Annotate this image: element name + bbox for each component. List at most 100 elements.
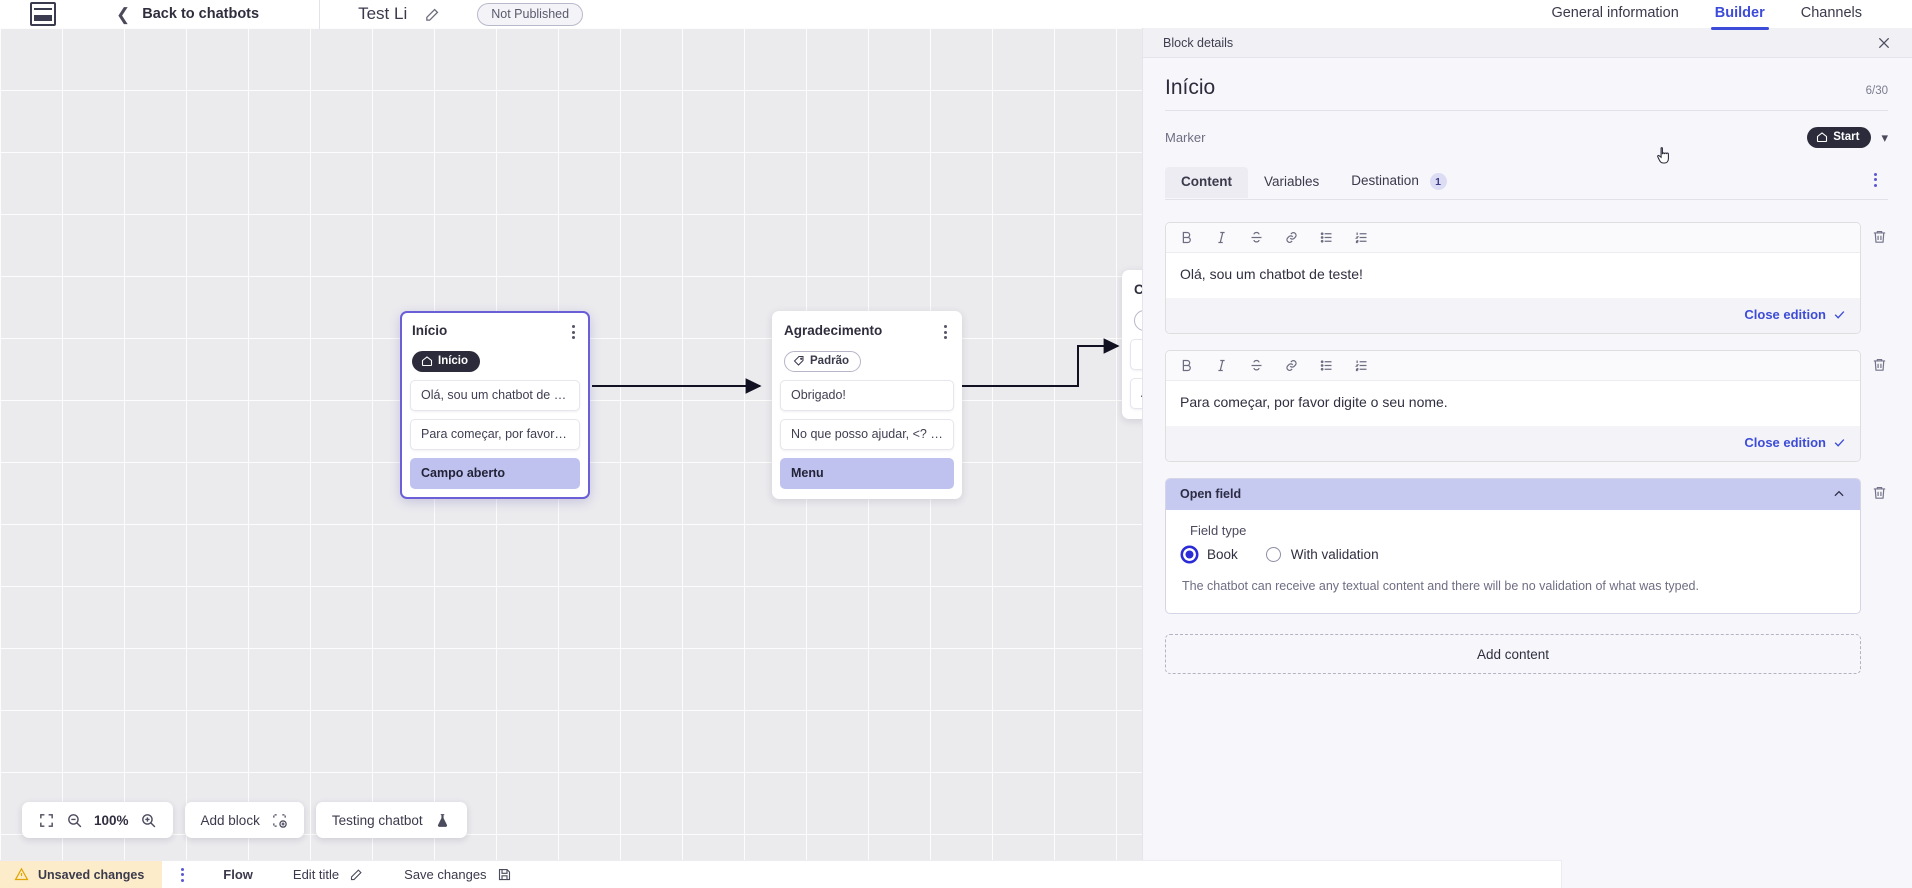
tab-content[interactable]: Content xyxy=(1165,167,1248,198)
open-field-body: Field type Book With validation The chat… xyxy=(1166,510,1860,613)
trash-icon[interactable] xyxy=(1871,228,1888,245)
app-logo-icon[interactable] xyxy=(26,0,60,28)
open-field-title: Open field xyxy=(1180,487,1242,501)
pencil-icon[interactable] xyxy=(424,6,441,23)
editor-toolbar xyxy=(1166,223,1860,253)
block-menu-icon[interactable] xyxy=(569,323,578,341)
link-icon[interactable] xyxy=(1284,230,1299,245)
add-block-label: Add block xyxy=(200,812,260,828)
flask-icon xyxy=(437,813,447,827)
open-field-description: The chatbot can receive any textual cont… xyxy=(1182,579,1699,593)
marker-value-badge: Start xyxy=(1807,127,1872,148)
block-message-row[interactable]: Obrigado! xyxy=(780,380,954,411)
block-rows: Olá, sou um chatbot de teste! Para começ… xyxy=(410,380,580,489)
canvas-toolbar: 100% Add block Testing chatbot xyxy=(22,802,467,838)
block-details-panel: Block details Início 6/30 Marker Start ▾ xyxy=(1142,28,1912,888)
add-block-button[interactable]: Add block xyxy=(184,802,304,838)
flow-block-agradecimento[interactable]: Agradecimento Padrão Obrigado! No que po… xyxy=(772,311,962,499)
block-message-row[interactable]: Campo aberto xyxy=(410,458,580,489)
zoom-in-icon[interactable] xyxy=(140,812,157,829)
block-header: Início xyxy=(412,323,578,341)
tab-general-information[interactable]: General information xyxy=(1551,4,1679,21)
block-title: Início xyxy=(412,323,448,338)
top-bar: ❮ Back to chatbots Test Li Not Published… xyxy=(0,0,1912,30)
italic-icon[interactable] xyxy=(1214,358,1229,373)
panel-header: Block details xyxy=(1143,28,1912,58)
testing-chatbot-button[interactable]: Testing chatbot xyxy=(315,802,467,838)
strikethrough-icon[interactable] xyxy=(1249,230,1264,245)
radio-with-validation-label: With validation xyxy=(1290,547,1379,562)
tab-destination-badge: 1 xyxy=(1429,173,1447,190)
chevron-left-icon[interactable]: ❮ xyxy=(116,4,131,24)
bold-icon[interactable] xyxy=(1179,230,1194,245)
tab-variables[interactable]: Variables xyxy=(1248,167,1335,198)
bullet-list-icon[interactable] xyxy=(1319,358,1334,373)
chevron-up-icon[interactable] xyxy=(1832,487,1846,501)
numbered-list-icon[interactable] xyxy=(1354,230,1369,245)
bullet-list-icon[interactable] xyxy=(1319,230,1334,245)
tab-destination-label: Destination xyxy=(1351,173,1419,189)
open-field-card: Open field Field type Book With validati… xyxy=(1165,478,1888,615)
flow-block-inicio[interactable]: Início Início Olá, sou um chatbot de tes… xyxy=(400,311,590,499)
tab-destination[interactable]: Destination 1 xyxy=(1335,166,1462,199)
editor-text[interactable]: Para começar, por favor digite o seu nom… xyxy=(1166,381,1496,426)
tab-channels[interactable]: Channels xyxy=(1800,4,1862,21)
rich-text-editor[interactable]: Para começar, por favor digite o seu nom… xyxy=(1165,350,1861,462)
field-type-radio-group: Book With validation xyxy=(1182,547,1844,562)
tab-variables-label: Variables xyxy=(1264,174,1320,189)
editor-text[interactable]: Olá, sou um chatbot de teste! xyxy=(1166,253,1860,298)
block-message-row[interactable]: Olá, sou um chatbot de teste! xyxy=(410,380,580,411)
block-message-row[interactable]: Menu xyxy=(780,458,954,489)
close-edition-label: Close edition xyxy=(1744,307,1826,322)
close-icon[interactable] xyxy=(1876,35,1892,51)
trash-icon[interactable] xyxy=(1871,356,1888,373)
link-icon[interactable] xyxy=(1284,358,1299,373)
open-field-header[interactable]: Open field xyxy=(1166,479,1860,510)
marker-select[interactable]: Start ▾ xyxy=(1807,127,1888,148)
block-tag-default: Padrão xyxy=(784,351,861,372)
add-block-icon xyxy=(273,813,287,828)
back-to-chatbots-link[interactable]: Back to chatbots xyxy=(142,6,260,22)
pencil-icon xyxy=(351,869,362,881)
testing-chatbot-label: Testing chatbot xyxy=(331,812,423,828)
trash-icon[interactable] xyxy=(1871,484,1888,501)
close-edition-label: Close edition xyxy=(1744,435,1826,450)
zoom-out-icon[interactable] xyxy=(66,812,83,829)
unsaved-changes-indicator: Unsaved changes xyxy=(0,860,163,888)
status-menu-icon[interactable] xyxy=(162,866,203,884)
block-menu-icon[interactable] xyxy=(941,323,950,341)
close-edition-button[interactable]: Close edition xyxy=(1744,435,1846,450)
add-content-button[interactable]: Add content xyxy=(1165,634,1861,675)
block-message-row[interactable]: Para começar, por favor digite o ... xyxy=(410,419,580,450)
save-changes-button[interactable]: Save changes xyxy=(384,867,531,882)
panel-block-name: Início xyxy=(1165,76,1216,99)
divider xyxy=(319,0,321,29)
rich-text-editor[interactable]: Olá, sou um chatbot de teste! Close edit… xyxy=(1165,222,1861,334)
tab-builder[interactable]: Builder xyxy=(1710,5,1769,30)
panel-more-menu-icon[interactable] xyxy=(1863,171,1888,195)
block-header: Agradecimento xyxy=(784,323,950,341)
save-icon xyxy=(498,868,510,881)
radio-book[interactable]: Book xyxy=(1182,547,1238,562)
radio-with-validation[interactable]: With validation xyxy=(1265,547,1379,562)
panel-header-title: Block details xyxy=(1163,35,1234,50)
marker-row: Marker Start ▾ xyxy=(1165,127,1888,148)
block-message-row[interactable]: No que posso ajudar, <? $name ... xyxy=(780,419,954,450)
field-type-label: Field type xyxy=(1190,523,1247,538)
strikethrough-icon[interactable] xyxy=(1249,358,1264,373)
editor-footer: Close edition xyxy=(1166,298,1860,333)
close-edition-button[interactable]: Close edition xyxy=(1744,307,1846,322)
panel-title-row: Início 6/30 xyxy=(1165,76,1888,111)
save-changes-label: Save changes xyxy=(404,867,487,882)
numbered-list-icon[interactable] xyxy=(1354,358,1369,373)
fit-screen-icon[interactable] xyxy=(38,812,55,829)
marker-label: Marker xyxy=(1165,130,1206,145)
italic-icon[interactable] xyxy=(1214,230,1229,245)
flow-button[interactable]: Flow xyxy=(223,867,253,882)
block-rows: Obrigado! No que posso ajudar, <? $name … xyxy=(780,380,954,489)
bold-icon[interactable] xyxy=(1179,358,1194,373)
marker-value-label: Start xyxy=(1833,131,1860,143)
content-item: Olá, sou um chatbot de teste! Close edit… xyxy=(1165,222,1888,334)
chevron-down-icon[interactable]: ▾ xyxy=(1881,129,1888,145)
edit-title-button[interactable]: Edit title xyxy=(273,867,384,882)
